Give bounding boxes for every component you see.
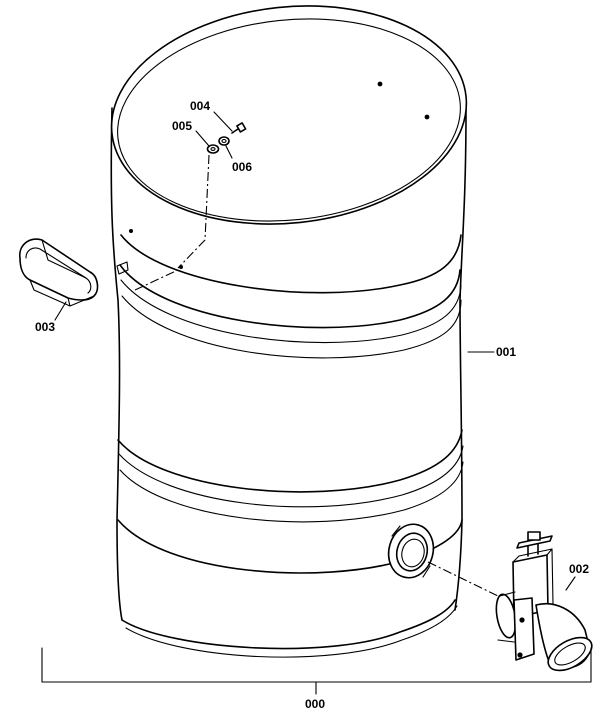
bolt-part bbox=[231, 122, 247, 134]
hardware-leader bbox=[177, 154, 210, 269]
washer-part bbox=[206, 144, 220, 154]
drum-body bbox=[110, 107, 467, 658]
valve-screw bbox=[519, 617, 525, 623]
valve-leader bbox=[427, 561, 499, 597]
nut-part bbox=[218, 136, 230, 146]
valve-part bbox=[495, 531, 593, 672]
callout-000: 000 bbox=[305, 697, 325, 711]
drum-top-lid bbox=[110, 5, 468, 269]
callout-005: 005 bbox=[172, 119, 192, 133]
handle-leader bbox=[134, 269, 179, 291]
callout-004: 004 bbox=[190, 99, 210, 113]
handle-part bbox=[19, 238, 129, 307]
leader-005 bbox=[195, 130, 210, 147]
callout-001: 001 bbox=[496, 345, 516, 359]
callout-003: 003 bbox=[35, 320, 55, 334]
leader-004 bbox=[213, 111, 233, 132]
valve-screw bbox=[517, 652, 523, 658]
leader-003 bbox=[54, 301, 67, 321]
assembly-bracket bbox=[41, 647, 592, 695]
leader-002 bbox=[565, 576, 576, 591]
callout-006: 006 bbox=[232, 160, 252, 174]
callout-002: 002 bbox=[569, 562, 589, 576]
side-hole bbox=[129, 229, 133, 233]
drum-bung-fitting bbox=[387, 523, 435, 579]
lid-hole bbox=[377, 81, 383, 87]
leader-006 bbox=[225, 145, 233, 159]
lid-hole bbox=[424, 114, 430, 120]
